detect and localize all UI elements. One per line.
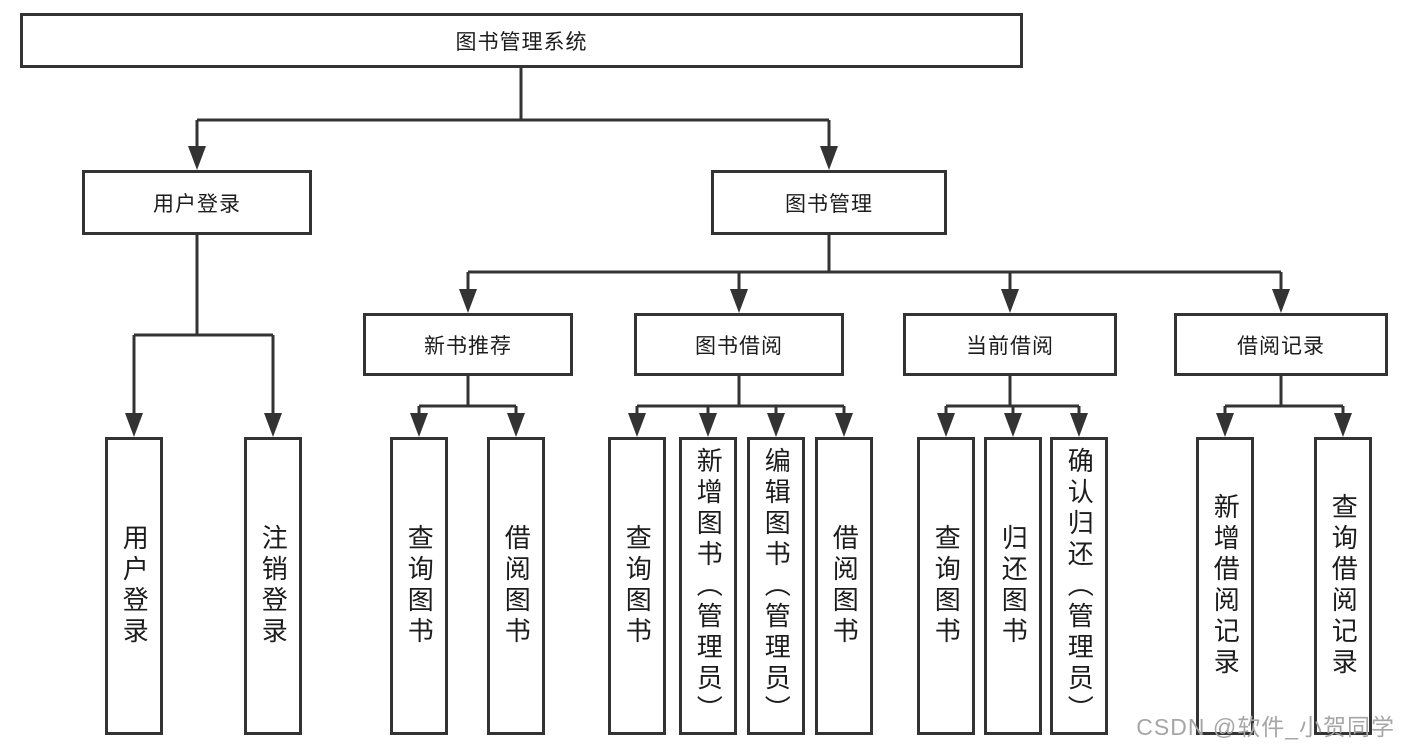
node-leaf-return-book: 归还图书 [984, 437, 1042, 735]
node-book-management: 图书管理 [711, 170, 947, 235]
connector-currentborrow-to-leaves [944, 376, 1081, 415]
node-leaf-query-book-2: 查询图书 [608, 437, 666, 735]
connector-userlogin-to-leaves [132, 235, 275, 415]
node-label: 借阅图书 [501, 524, 532, 648]
node-book-borrow: 图书借阅 [634, 313, 844, 376]
node-label: 图书管理系统 [455, 30, 588, 54]
node-leaf-query-borrow-record: 查询借阅记录 [1314, 437, 1372, 735]
node-leaf-query-book-1: 查询图书 [390, 437, 448, 735]
node-borrow-record: 借阅记录 [1174, 313, 1388, 376]
node-user-login: 用户登录 [82, 170, 312, 235]
node-library-management-system: 图书管理系统 [20, 13, 1023, 68]
node-leaf-edit-book-admin: 编辑图书（管理员） [747, 437, 805, 735]
node-label: 查询借阅记录 [1328, 493, 1359, 679]
connector-bookborrow-to-leaves [635, 376, 846, 415]
node-leaf-query-book-3: 查询图书 [917, 437, 975, 735]
arrowheads [125, 146, 1352, 437]
node-label: 查询图书 [622, 524, 653, 648]
node-label: 用户登录 [119, 524, 150, 648]
node-label: 查询图书 [931, 524, 962, 648]
node-leaf-add-borrow-record: 新增借阅记录 [1196, 437, 1254, 735]
node-label: 当前借阅 [966, 334, 1054, 358]
node-current-borrow: 当前借阅 [903, 313, 1117, 376]
connector-borrowrecord-to-leaves [1223, 376, 1345, 415]
node-label: 用户登录 [153, 192, 241, 216]
node-leaf-add-book-admin: 新增图书（管理员） [679, 437, 737, 735]
node-label: 图书借阅 [695, 334, 783, 358]
connector-bookmgmt-to-level3 [466, 235, 1283, 291]
node-label: 查询图书 [404, 524, 435, 648]
node-label: 借阅记录 [1237, 334, 1325, 358]
connector-root-to-level2 [195, 68, 831, 148]
node-label: 注销登录 [258, 524, 289, 648]
csdn-watermark: CSDN @软件_小贺同学 [1136, 714, 1395, 740]
node-label: 确认归还（管理员） [1064, 446, 1095, 726]
node-leaf-user-login: 用户登录 [105, 437, 163, 735]
node-label: 编辑图书（管理员） [761, 446, 792, 726]
node-label: 借阅图书 [829, 524, 860, 648]
node-leaf-logout: 注销登录 [244, 437, 302, 735]
node-leaf-confirm-return-admin: 确认归还（管理员） [1050, 437, 1108, 735]
node-label: 新书推荐 [424, 334, 512, 358]
node-label: 新增图书（管理员） [693, 446, 724, 726]
node-new-book-recommend: 新书推荐 [363, 313, 573, 376]
node-leaf-borrow-book-1: 借阅图书 [487, 437, 545, 735]
connector-newbook-to-leaves [417, 376, 518, 415]
node-leaf-borrow-book-2: 借阅图书 [815, 437, 873, 735]
node-label: 归还图书 [998, 524, 1029, 648]
node-label: 新增借阅记录 [1210, 493, 1241, 679]
node-label: 图书管理 [785, 192, 873, 216]
